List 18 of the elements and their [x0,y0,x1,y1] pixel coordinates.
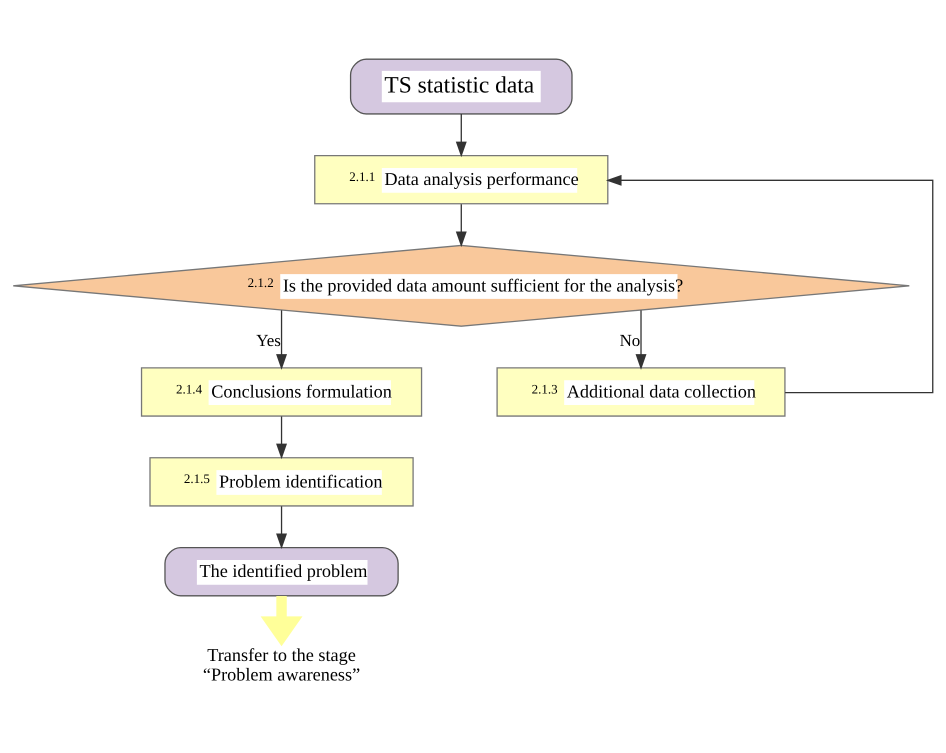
node-box: TS statistic data [350,58,573,114]
arrow [636,310,646,370]
node-box: 2.1.1 Data analysis performance [314,154,608,204]
arrow [276,506,288,549]
edge-label: No [620,330,640,350]
edge-label: Yes [256,330,281,350]
arrow [606,174,934,393]
arrow [276,310,288,370]
node-box: 2.1.5 Problem identification [149,456,414,506]
node-text: Transfer to the stage “Problem awareness” [202,644,360,684]
arrow [456,114,467,157]
node-box: 2.1.4 Conclusions formulation [140,366,422,416]
node-box: 2.1.3 Additional data collection [496,366,786,416]
arrow [260,596,302,646]
node-box: The identified problem [164,546,399,596]
arrow [276,416,288,459]
arrow [456,204,467,247]
node-diamond: 2.1.2 Is the provided data amount sufficient for the analysis? [12,244,910,326]
